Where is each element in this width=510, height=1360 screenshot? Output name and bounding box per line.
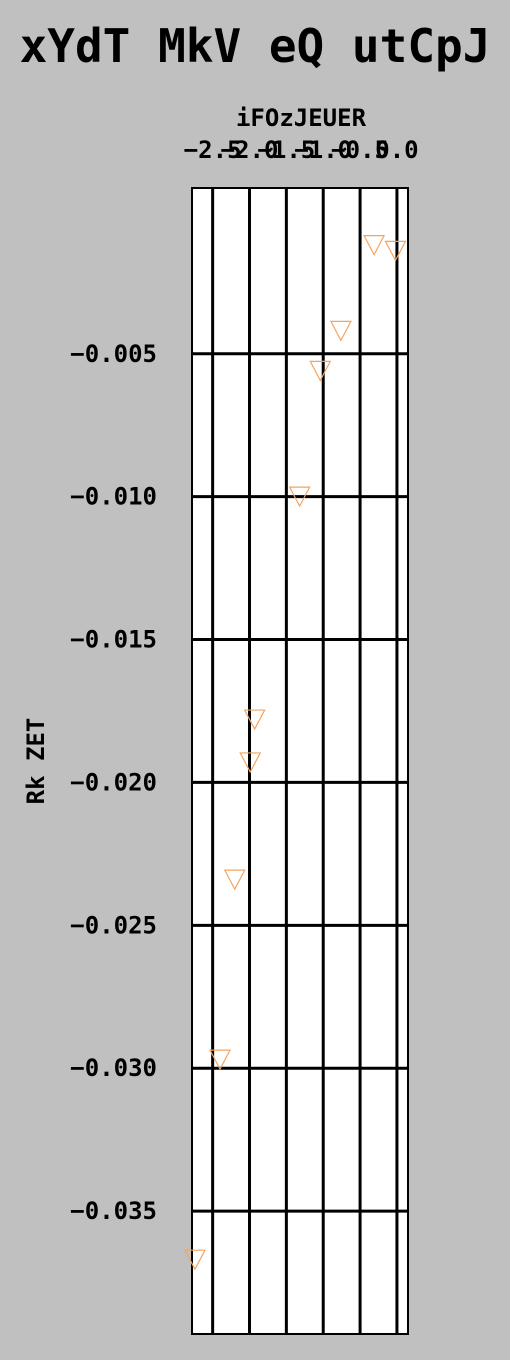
data-point-marker bbox=[363, 235, 386, 256]
plot-background bbox=[192, 188, 408, 1334]
chart-title: xYdT MkV eQ utCpJ bbox=[20, 19, 491, 73]
data-point-marker bbox=[288, 486, 311, 508]
data-point-marker bbox=[223, 869, 246, 891]
y-axis-label: Rk ZET bbox=[22, 718, 50, 805]
data-point-marker bbox=[329, 320, 352, 342]
x-tick-label: −1.0 bbox=[294, 136, 352, 164]
y-tick-label: −0.025 bbox=[70, 911, 157, 939]
plot-frame bbox=[191, 187, 409, 1335]
data-point-marker bbox=[209, 1049, 232, 1071]
plot-area: −2.5−2.0−1.5−1.0−0.50.0 −0.005 −0.010 −0.01… bbox=[70, 136, 419, 1335]
y-tick-label: −0.010 bbox=[70, 483, 157, 511]
y-tick-label: −0.015 bbox=[70, 626, 157, 654]
x-tick-label: −2.5 bbox=[184, 136, 242, 164]
data-point-marker bbox=[183, 1249, 206, 1271]
y-tick-label: −0.035 bbox=[70, 1197, 157, 1225]
y-tick-label: −0.030 bbox=[70, 1054, 157, 1082]
x-tick-label: −2.0 bbox=[221, 136, 279, 164]
x-tick-label: 0.0 bbox=[375, 136, 418, 164]
y-tick-label: −0.020 bbox=[70, 768, 157, 796]
y-tick-label: −0.005 bbox=[70, 340, 157, 368]
data-point-marker bbox=[243, 709, 266, 731]
x-tick-label: −1.5 bbox=[257, 136, 315, 164]
data-point-marker bbox=[384, 240, 407, 262]
data-point-marker bbox=[309, 360, 332, 382]
x-axis-label: iFOzJEUER bbox=[236, 104, 367, 132]
data-point-marker bbox=[239, 752, 262, 774]
x-tick-label: −0.5 bbox=[331, 136, 389, 164]
